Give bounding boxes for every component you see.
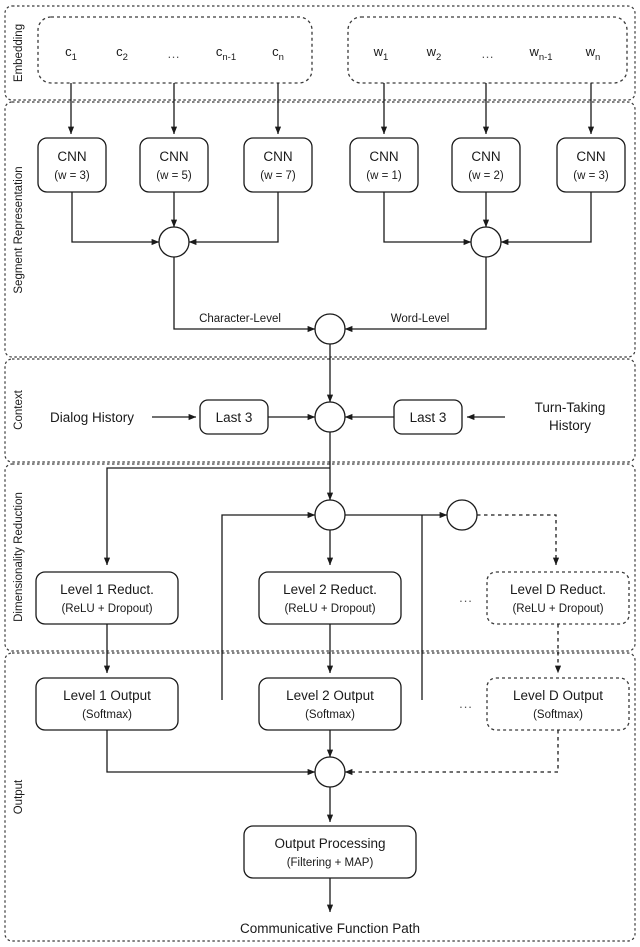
level-1-reduct-sub: (ReLU + Dropout) (61, 603, 152, 615)
level-d-output-sub: (Softmax) (533, 709, 583, 721)
output-ellipsis: ... (459, 696, 473, 711)
dialog-history-label: Dialog History (50, 410, 134, 425)
level-1-output-title: Level 1 Output (63, 688, 151, 703)
output-processing-sub: (Filtering + MAP) (287, 857, 374, 869)
cnn-word-1-title: CNN (369, 149, 398, 164)
merge-node-context (314, 401, 346, 433)
cnn-char-2-title: CNN (159, 149, 188, 164)
merge-node-word (470, 226, 502, 258)
merge-node-leveld-input (446, 499, 478, 531)
level-1-reduct-title: Level 1 Reduct. (60, 582, 154, 597)
level-2-reduct-title: Level 2 Reduct. (283, 582, 377, 597)
level-d-output-box (486, 677, 630, 731)
cnn-word-2-title: CNN (471, 149, 500, 164)
band-embedding (4, 5, 636, 101)
level-2-output-title: Level 2 Output (286, 688, 374, 703)
edge-character-level (173, 257, 316, 333)
band-segment-representation (4, 101, 636, 358)
cnn-char-3-sub: (w = 7) (260, 170, 296, 182)
edge-context-to-level1-reduct (103, 467, 330, 566)
level-2-output-box (258, 677, 402, 731)
cnn-char-1-title: CNN (57, 149, 86, 164)
token-wn: wn (585, 44, 601, 63)
cnn-word-3-sub: (w = 3) (573, 170, 609, 182)
band-output (4, 652, 636, 942)
merge-node-level2-input (314, 499, 346, 531)
cnn-box-char-3 (243, 137, 313, 193)
token-char-ellipsis: … (167, 46, 181, 61)
merge-node-character (158, 226, 190, 258)
token-word-ellipsis: … (481, 46, 495, 61)
token-w1: w1 (373, 44, 389, 63)
turn-taking-label-line1: Turn-Taking (535, 400, 606, 415)
output-processing-title: Output Processing (274, 836, 385, 851)
edge-cnn-char-1-to-merge (71, 192, 160, 246)
cnn-box-word-1 (349, 137, 419, 193)
cnn-char-3-title: CNN (263, 149, 292, 164)
token-wn-1: wn-1 (528, 44, 552, 63)
level-2-reduct-box (258, 571, 402, 625)
edge-label-character-level: Character-Level (199, 313, 281, 325)
last3-left-label: Last 3 (216, 410, 253, 425)
edge-label-word-level: Word-Level (391, 313, 450, 325)
last3-right-label: Last 3 (410, 410, 447, 425)
reduct-ellipsis: ... (459, 590, 473, 605)
level-d-output-title: Level D Output (513, 688, 603, 703)
word-embedding-box (347, 16, 628, 84)
band-context (4, 358, 636, 463)
cnn-box-char-2 (139, 137, 209, 193)
cnn-box-word-3 (556, 137, 626, 193)
merge-node-final (314, 756, 346, 788)
cnn-word-1-sub: (w = 1) (366, 170, 402, 182)
band-label-output: Output (13, 779, 25, 814)
band-label-embedding: Embedding (13, 24, 25, 82)
token-cn: cn (272, 44, 284, 63)
level-d-reduct-box (486, 571, 630, 625)
cnn-char-1-sub: (w = 3) (54, 170, 90, 182)
band-label-segment-representation: Segment Representation (13, 166, 25, 293)
cnn-box-char-1 (37, 137, 107, 193)
edge-cnn-word-3-to-merge (500, 192, 592, 246)
merge-node-segment (314, 313, 346, 345)
cnn-word-2-sub: (w = 2) (468, 170, 504, 182)
band-label-context: Context (13, 389, 25, 429)
edge-level1-output-feedback (221, 511, 316, 700)
level-1-output-box (35, 677, 179, 731)
edge-cnn-char-3-to-merge (188, 192, 279, 246)
edge-word-level (344, 257, 487, 333)
token-cn-1: cn-1 (216, 44, 236, 63)
edge-leveld-merge-to-leveld-reduct (477, 514, 560, 566)
level-2-output-sub: (Softmax) (305, 709, 355, 721)
level-d-reduct-sub: (ReLU + Dropout) (512, 603, 603, 615)
token-w2: w2 (426, 44, 442, 63)
level-1-reduct-box (35, 571, 179, 625)
token-c1: c1 (65, 44, 77, 63)
level-d-reduct-title: Level D Reduct. (510, 582, 606, 597)
turn-taking-label-line2: History (549, 418, 591, 433)
level-1-output-sub: (Softmax) (82, 709, 132, 721)
band-label-dimensionality-reduction: Dimensionality Reduction (13, 492, 25, 622)
edge-leveld-output-to-final-merge (344, 730, 559, 776)
final-result-label: Communicative Function Path (240, 921, 420, 936)
cnn-word-3-title: CNN (576, 149, 605, 164)
cnn-char-2-sub: (w = 5) (156, 170, 192, 182)
edge-level1-output-to-final-merge (106, 730, 316, 776)
output-processing-box (243, 825, 417, 879)
token-c2: c2 (116, 44, 128, 63)
level-2-reduct-sub: (ReLU + Dropout) (284, 603, 375, 615)
cnn-box-word-2 (451, 137, 521, 193)
char-embedding-box (37, 16, 313, 84)
edge-cnn-word-1-to-merge (383, 192, 472, 246)
